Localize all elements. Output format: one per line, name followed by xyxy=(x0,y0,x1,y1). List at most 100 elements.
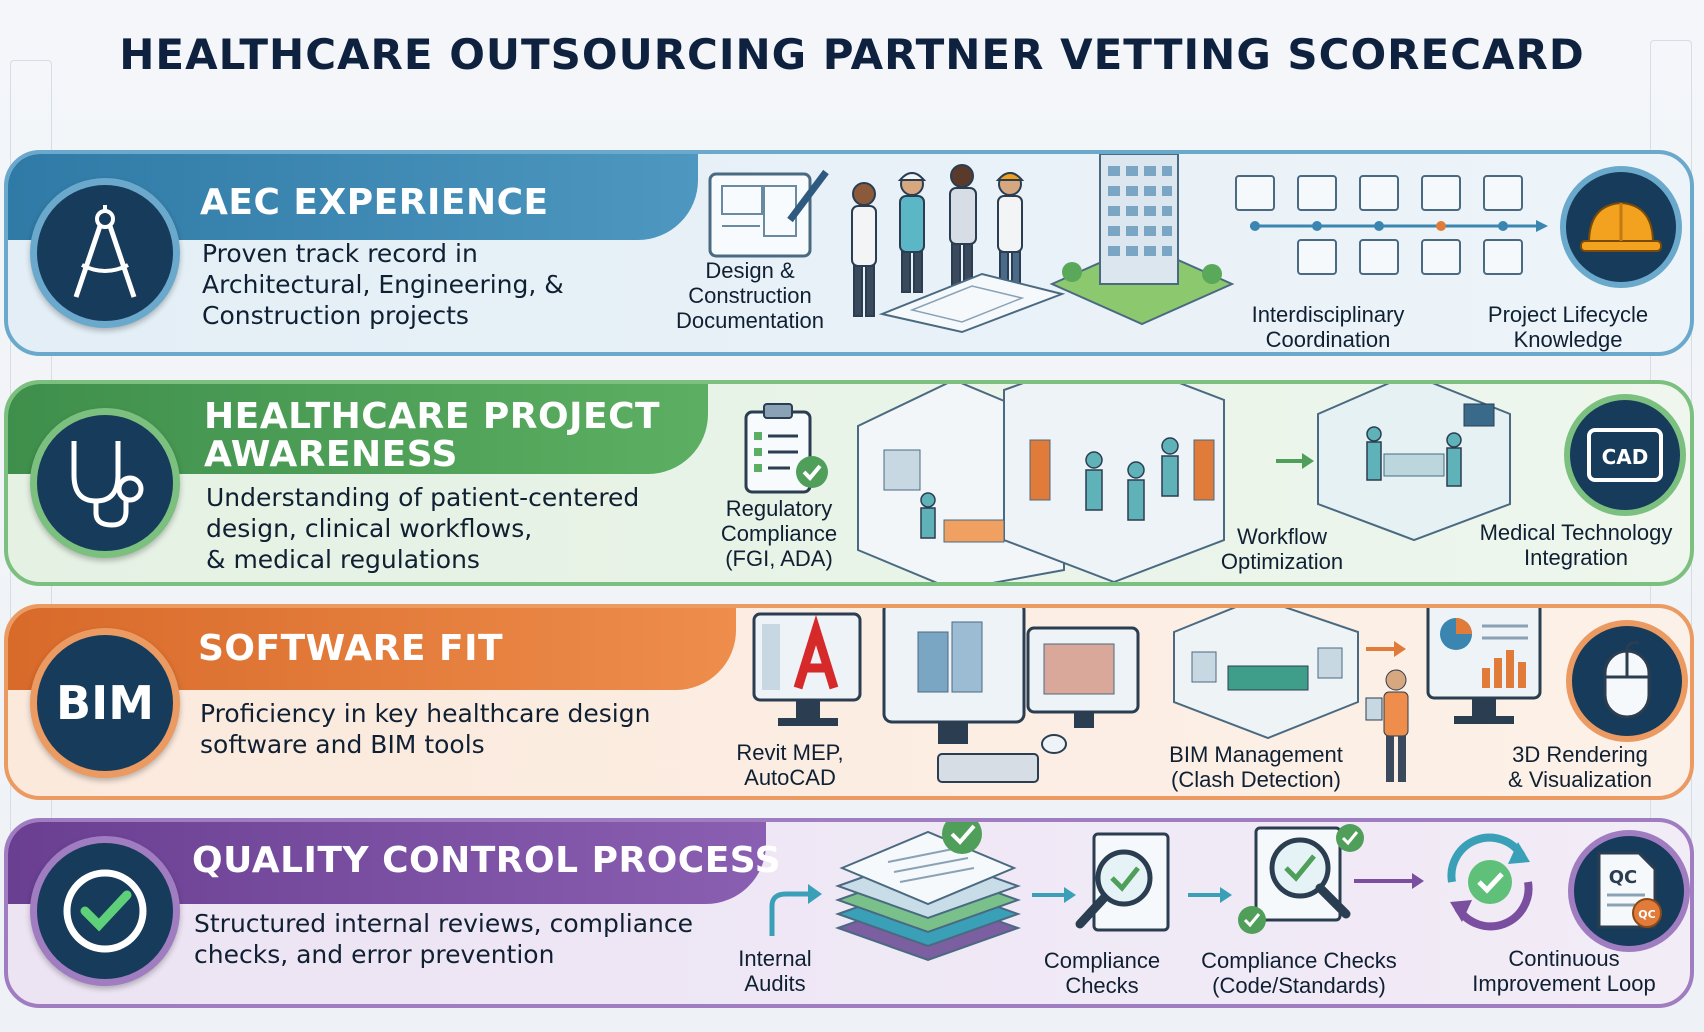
description-line: Structured internal reviews, compliance xyxy=(194,909,694,938)
page-title: HEALTHCARE OUTSOURCING PARTNER VETTING S… xyxy=(119,30,1585,79)
label-design-construction-documentation: Design & Construction Documentation xyxy=(650,258,850,333)
label-interdisciplinary-coordination: Interdisciplinary Coordination xyxy=(1218,302,1438,352)
section-software-fit: SOFTWARE FIT Proficiency in key healthca… xyxy=(4,604,1694,800)
operating-room-illustration xyxy=(1317,384,1511,542)
right-badge: QC QC xyxy=(1568,830,1690,952)
building-illustration xyxy=(1049,154,1235,326)
section-title: QUALITY CONTROL PROCESS xyxy=(192,840,782,881)
label-line: Interdisciplinary xyxy=(1251,302,1405,327)
title-line: HEALTHCARE PROJECT xyxy=(204,396,661,437)
section-healthcare-project-awareness: HEALTHCARE PROJECT AWARENESS Understandi… xyxy=(4,380,1694,586)
engineer-with-tablet-illustration xyxy=(1365,669,1409,782)
label-continuous-improvement-loop: Continuous Improvement Loop xyxy=(1454,946,1674,996)
description-line: Proven track record in xyxy=(202,239,478,268)
label-line: Regulatory xyxy=(725,496,833,521)
desktop-computer-illustration xyxy=(882,608,1140,783)
section-quality-control-process: QUALITY CONTROL PROCESS Structured inter… xyxy=(4,818,1694,1008)
description-line: & medical regulations xyxy=(206,545,480,574)
bent-arrow-icon xyxy=(769,884,822,936)
bim-room-illustration xyxy=(1173,608,1359,740)
section-aec-experience: AEC EXPERIENCE Proven track record in Ar… xyxy=(4,150,1694,356)
section-title: SOFTWARE FIT xyxy=(198,628,504,669)
bim-badge-text: BIM xyxy=(56,676,154,730)
description-line: software and BIM tools xyxy=(200,730,485,759)
section-title: HEALTHCARE PROJECT AWARENESS xyxy=(204,398,660,474)
arrow-right-icon xyxy=(1032,887,1076,903)
hard-hat-icon xyxy=(1580,201,1662,252)
right-badge xyxy=(1560,166,1682,288)
coordination-timeline-illustration xyxy=(1235,175,1548,275)
label-line: (Code/Standards) xyxy=(1212,973,1386,998)
label-line: Checks xyxy=(1065,973,1139,998)
stethoscope-icon xyxy=(71,441,144,528)
label-line: Documentation xyxy=(676,308,824,333)
cad-document-icon: CAD xyxy=(1587,428,1663,482)
label-line: Improvement Loop xyxy=(1472,971,1656,996)
compass-icon xyxy=(73,205,137,298)
magnifier-standards-icon xyxy=(1238,824,1364,934)
section-description: Proficiency in key healthcare design sof… xyxy=(200,698,650,760)
construction-team-illustration xyxy=(851,164,1025,317)
label-line: Design & xyxy=(705,258,795,283)
cad-label: CAD xyxy=(1602,445,1649,469)
document-stack-illustration xyxy=(835,822,1021,962)
label-compliance-checks-code-standards: Compliance Checks (Code/Standards) xyxy=(1174,948,1424,998)
right-badge xyxy=(1566,620,1688,742)
section-badge xyxy=(30,178,180,328)
label-line: Knowledge xyxy=(1513,327,1623,352)
title-line: AWARENESS xyxy=(204,434,458,475)
label-regulatory-compliance: Regulatory Compliance (FGI, ADA) xyxy=(684,496,874,571)
label-line: Audits xyxy=(744,971,806,996)
label-line: Optimization xyxy=(1220,549,1344,574)
revit-monitor-illustration xyxy=(752,612,862,726)
description-line: Proficiency in key healthcare design xyxy=(200,699,651,728)
magnifier-document-icon xyxy=(1075,832,1170,932)
label-medical-technology-integration: Medical Technology Integration xyxy=(1458,520,1690,570)
arrow-right-icon xyxy=(1276,453,1314,469)
arrow-right-icon xyxy=(1354,873,1424,889)
label-workflow-optimization: Workflow Optimization xyxy=(1202,524,1362,574)
label-line: Revit MEP, xyxy=(736,740,844,765)
dashboard-monitor-illustration xyxy=(1426,608,1542,724)
section-badge xyxy=(30,408,180,558)
section-description: Structured internal reviews, compliance … xyxy=(194,908,693,970)
section-badge: BIM xyxy=(30,628,180,778)
label-internal-audits: Internal Audits xyxy=(720,946,830,996)
label-line: (Clash Detection) xyxy=(1171,767,1341,792)
qc-seal-label: QC xyxy=(1638,908,1655,921)
mouse-icon xyxy=(1603,641,1651,719)
floor-plans-illustration xyxy=(878,272,1066,334)
label-line: AutoCAD xyxy=(744,765,836,790)
clipboard-checklist-icon xyxy=(744,403,828,494)
check-circle-icon xyxy=(63,869,147,953)
label-line: Project Lifecycle xyxy=(1487,302,1649,327)
label-3d-rendering: 3D Rendering & Visualization xyxy=(1480,742,1680,792)
label-line: Medical Technology xyxy=(1479,520,1673,545)
label-line: Internal xyxy=(738,946,812,971)
section-description: Understanding of patient-centered design… xyxy=(206,482,639,575)
right-badge: CAD xyxy=(1564,394,1686,516)
label-line: Construction xyxy=(688,283,812,308)
label-compliance-checks: Compliance Checks xyxy=(1022,948,1182,998)
label-line: Compliance Checks xyxy=(1201,948,1397,973)
description-line: Understanding of patient-centered xyxy=(206,483,640,512)
arrow-right-icon xyxy=(1366,641,1406,657)
label-line: (FGI, ADA) xyxy=(725,546,833,571)
qc-label: QC xyxy=(1609,867,1638,888)
blueprint-illustration xyxy=(708,169,829,258)
label-line: Integration xyxy=(1524,545,1628,570)
description-line: Architectural, Engineering, & xyxy=(202,270,564,299)
section-badge xyxy=(30,836,180,986)
label-line: Workflow xyxy=(1236,524,1328,549)
label-line: Coordination xyxy=(1265,327,1391,352)
label-project-lifecycle-knowledge: Project Lifecycle Knowledge xyxy=(1458,302,1678,352)
description-line: Construction projects xyxy=(202,301,469,330)
description-line: checks, and error prevention xyxy=(194,940,555,969)
arrow-right-icon xyxy=(1188,887,1232,903)
label-line: BIM Management xyxy=(1169,742,1343,767)
label-line: Compliance xyxy=(1043,948,1161,973)
section-title: AEC EXPERIENCE xyxy=(200,182,549,223)
improvement-loop-icon xyxy=(1447,833,1533,931)
label-bim-management: BIM Management (Clash Detection) xyxy=(1136,742,1376,792)
label-line: Compliance xyxy=(720,521,838,546)
